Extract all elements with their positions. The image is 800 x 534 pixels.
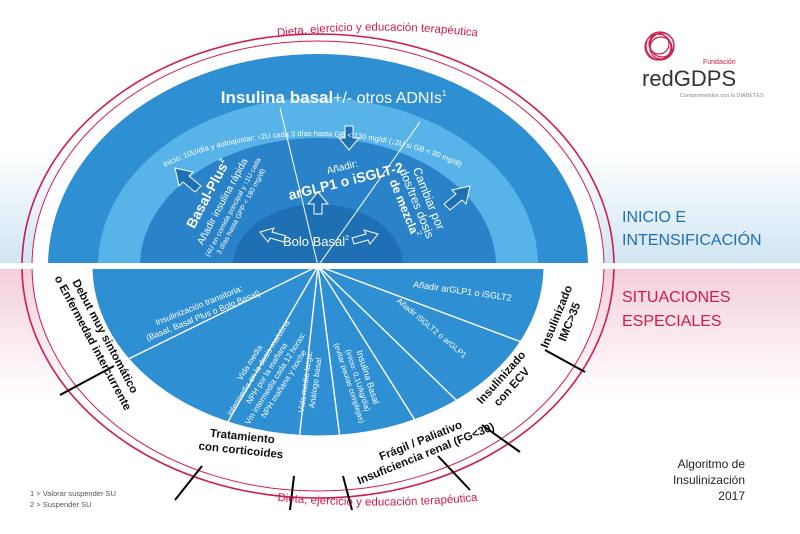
divider-upper-2 <box>317 121 421 266</box>
insulina-basal-title: Insulina basal <box>221 88 333 107</box>
section-inicio-line-2: INTENSIFICACIÓN <box>622 230 762 249</box>
section-situaciones-line-2: ESPECIALES <box>622 313 722 330</box>
logo-tagline: Comprometidos con la DIABETES <box>680 93 764 99</box>
footer-title-line-1: Algoritmo de <box>678 457 746 471</box>
arrow-basal-plus-icon <box>174 167 202 193</box>
spokes-lower-outer <box>59 349 586 511</box>
ring-mid-lower-edge <box>91 266 545 437</box>
logo-rings-icon <box>644 31 675 61</box>
top-ring-label: Dieta, ejercicio y educación terapéutica <box>276 22 479 40</box>
footer-title-line-3: 2017 <box>718 489 745 503</box>
logo-small-text: Fundación <box>703 59 736 66</box>
footnote-2: 2 > Suspender SU <box>30 500 92 509</box>
spokes-lower <box>109 266 549 479</box>
logo: Fundación redGDPS Comprometidos con la D… <box>642 31 764 99</box>
logo-name: redGDPS <box>642 66 736 91</box>
adnis-title: +/- otros ADNIs1 <box>333 89 447 107</box>
arrow-arglp1-icon <box>337 125 361 151</box>
ring-core <box>233 204 403 266</box>
section-situaciones-line-1: SITUACIONES <box>622 289 730 306</box>
lower-disc <box>48 266 588 511</box>
arrows-upper <box>174 125 471 245</box>
arrow-bolo-up-icon <box>306 191 330 215</box>
arrow-bolo-right-icon <box>351 229 379 245</box>
bottom-ring-label: Dieta, ejercicio y educación terapéutica <box>277 492 478 509</box>
bolo-basal-label: Bolo Basal2 <box>283 234 349 249</box>
footer-title-line-2: Insulinización <box>673 473 745 487</box>
footnote-1: 1 > Valorar suspender SU <box>30 489 116 498</box>
divider-upper-1 <box>279 107 319 266</box>
arrow-mezcla-icon <box>443 185 471 211</box>
arrow-bolo-left-icon <box>259 227 287 243</box>
section-inicio-line-1: INICIO E <box>622 209 686 226</box>
